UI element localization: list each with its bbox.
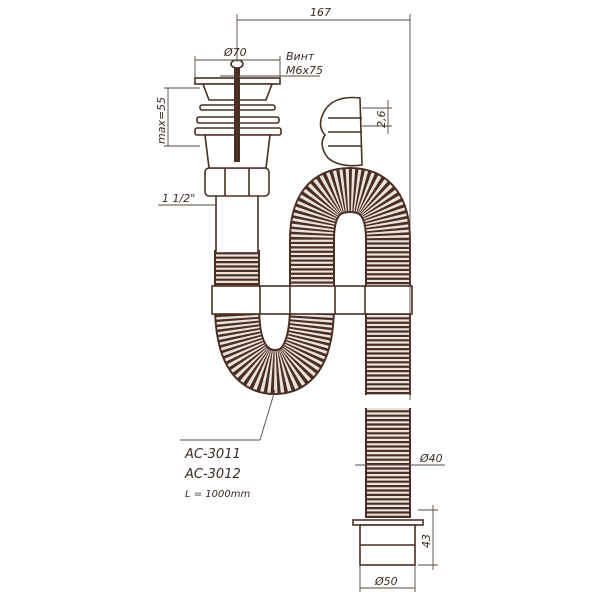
overall-width-label: 167 bbox=[310, 6, 331, 19]
screw-size-label: M6x75 bbox=[286, 64, 323, 77]
strainer bbox=[194, 59, 282, 169]
strainer-diameter-label: Ø70 bbox=[223, 46, 247, 59]
tailpiece-pipe bbox=[215, 194, 259, 254]
union-nut bbox=[204, 167, 270, 197]
rib-pitch-label: 2,6 bbox=[375, 111, 388, 129]
max-height-label: max=55 bbox=[155, 97, 168, 144]
outlet-diameter-label: Ø50 bbox=[374, 575, 398, 588]
hose-diameter-label: Ø40 bbox=[419, 452, 443, 465]
dimension-lines bbox=[158, 14, 445, 592]
hose-clamp bbox=[211, 285, 413, 315]
model-label-2: AC-3012 bbox=[184, 467, 241, 482]
outlet-height-label: 43 bbox=[420, 534, 433, 548]
corrugated-hose bbox=[214, 166, 411, 518]
model-label-1: AC-3011 bbox=[184, 447, 241, 462]
thread-size-label: 1 1/2" bbox=[162, 192, 195, 205]
length-label: L = 1000mm bbox=[185, 489, 250, 500]
outlet-sleeve bbox=[352, 519, 424, 566]
screw-label: Винт bbox=[286, 50, 315, 63]
